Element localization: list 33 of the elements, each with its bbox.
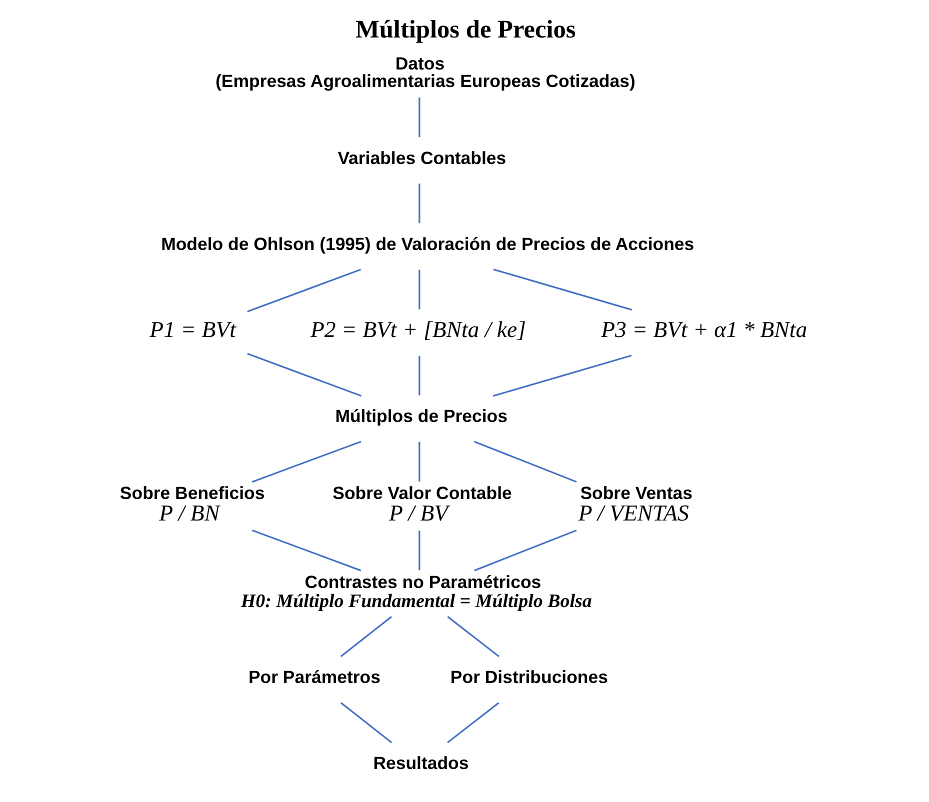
node-text: Variables Contables: [337, 148, 506, 168]
connector: [246, 352, 362, 397]
connector: [418, 442, 420, 482]
connector: [474, 530, 576, 572]
connector: [474, 440, 576, 483]
connector: [492, 354, 632, 397]
node-text: Datos (Empresas Agroalimentarias Europeas Cotizadas): [215, 53, 635, 92]
node-text: P1 = BVt: [149, 316, 236, 342]
node-text: Múltiplos de Precios: [334, 406, 508, 426]
node-text: P3 = BVt + α1 * BNta: [600, 316, 807, 342]
node-text: Contrastes no Paramétricos H0: Múltiplo Fundamental = Múltiplo Bolsa: [240, 572, 592, 612]
connector: [418, 356, 420, 396]
connector: [340, 616, 392, 658]
connector: [418, 98, 420, 138]
node-text: Sobre Ventas P / VENTAS: [578, 482, 692, 526]
node-text: Sobre Beneficios P / BN: [119, 482, 264, 526]
connector: [246, 268, 361, 312]
connector: [251, 440, 361, 483]
node-text: Modelo de Ohlson (1995) de Valoración de Precios de Acciones: [160, 234, 694, 254]
node-text: Sobre Valor Contable P / BV: [332, 482, 512, 526]
node-text: Por Parámetros: [248, 667, 380, 688]
connector: [446, 616, 499, 658]
connector: [340, 702, 392, 744]
node-text: Por Distribuciones: [450, 667, 608, 688]
diagram-title: Múltiplos de Precios: [354, 16, 576, 44]
connector: [446, 702, 499, 744]
node-text: P2 = BVt + [BNta / ke]: [310, 316, 526, 342]
connector: [418, 184, 420, 224]
node-text: Resultados: [372, 753, 468, 774]
connector: [251, 530, 361, 572]
connector: [418, 530, 420, 570]
connector: [418, 270, 420, 310]
connector: [492, 268, 632, 311]
